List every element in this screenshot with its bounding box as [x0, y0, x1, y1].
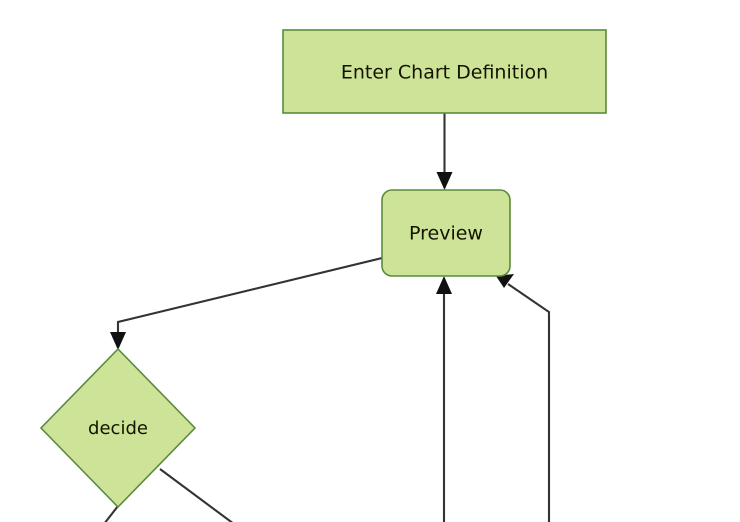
node-decide-shape[interactable]: [39, 347, 197, 509]
node-decide[interactable]: decide: [39, 347, 197, 509]
edge-return-center-to-preview: [436, 276, 452, 522]
node-decide-label: decide: [88, 418, 148, 439]
node-preview-shape[interactable]: [381, 189, 511, 277]
node-preview[interactable]: Preview: [381, 189, 511, 277]
edge-enter-to-preview: [436, 113, 453, 190]
edge-preview-to-decide: [110, 256, 383, 350]
edge-return-right-to-preview: [496, 274, 551, 522]
node-enter-chart-definition-shape[interactable]: [282, 29, 607, 114]
edge-decide-out-left: [104, 505, 119, 522]
node-enter-chart-definition[interactable]: Enter Chart Definition: [282, 29, 607, 114]
node-preview-label: Preview: [409, 223, 483, 245]
edge-decide-out-right: [159, 468, 234, 522]
node-enter-chart-definition-label: Enter Chart Definition: [341, 62, 548, 84]
